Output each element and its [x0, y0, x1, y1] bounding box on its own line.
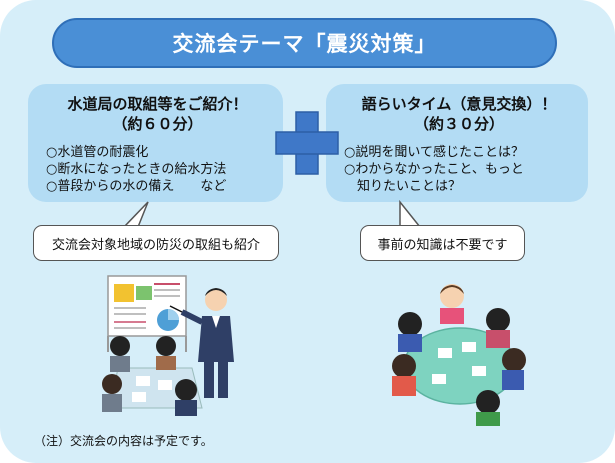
left-callout-text: 交流会対象地域の防災の取組も紹介 [51, 237, 260, 253]
left-heading: 水道局の取組等をご紹介！ （約６０分） [46, 94, 269, 134]
right-callout-tail [399, 200, 422, 228]
left-item-list: ○水道管の耐震化 ○断水になったときの給水方法 ○普段からの水の備え など [46, 144, 269, 195]
footnote: （注）交流会の内容は予定です。 [34, 434, 213, 448]
plus-icon [275, 111, 339, 175]
left-callout-box: 交流会対象地域の防災の取組も紹介 [33, 225, 279, 261]
left-heading-line2: （約６０分） [112, 115, 203, 133]
left-heading-line1: 水道局の取組等をご紹介！ [67, 95, 248, 113]
group-discussion-illustration [392, 284, 526, 426]
right-callout-box: 事前の知識は不要です [360, 225, 525, 261]
right-list-item: 知りたいことは？ [344, 179, 462, 194]
left-list-item: ○断水になったときの給水方法 [46, 162, 227, 177]
right-heading-line1: 語らいタイム（意見交換）！ [361, 95, 557, 113]
right-heading: 語らいタイム（意見交換）！ （約３０分） [344, 94, 574, 134]
presentation-meeting-illustration [102, 275, 234, 416]
right-list-item: ○わからなかったこと、もっと [344, 162, 524, 177]
page-title: 交流会テーマ「震災対策」 [52, 18, 557, 68]
left-list-item: ○水道管の耐震化 [46, 145, 149, 160]
left-list-item: ○普段からの水の備え など [46, 179, 227, 194]
right-callout-text: 事前の知識は不要です [377, 237, 508, 253]
right-info-bubble: 語らいタイム（意見交換）！ （約３０分） ○説明を聞いて感じたことは？ ○わから… [326, 84, 588, 202]
right-list-item: ○説明を聞いて感じたことは？ [344, 145, 524, 160]
left-info-bubble: 水道局の取組等をご紹介！ （約６０分） ○水道管の耐震化 ○断水になったときの給… [28, 84, 283, 202]
page-title-text: 交流会テーマ「震災対策」 [172, 32, 437, 56]
left-callout-tail [122, 201, 149, 228]
right-heading-line2: （約３０分） [413, 115, 504, 133]
right-item-list: ○説明を聞いて感じたことは？ ○わからなかったこと、もっと 知りたいことは？ [344, 144, 574, 195]
